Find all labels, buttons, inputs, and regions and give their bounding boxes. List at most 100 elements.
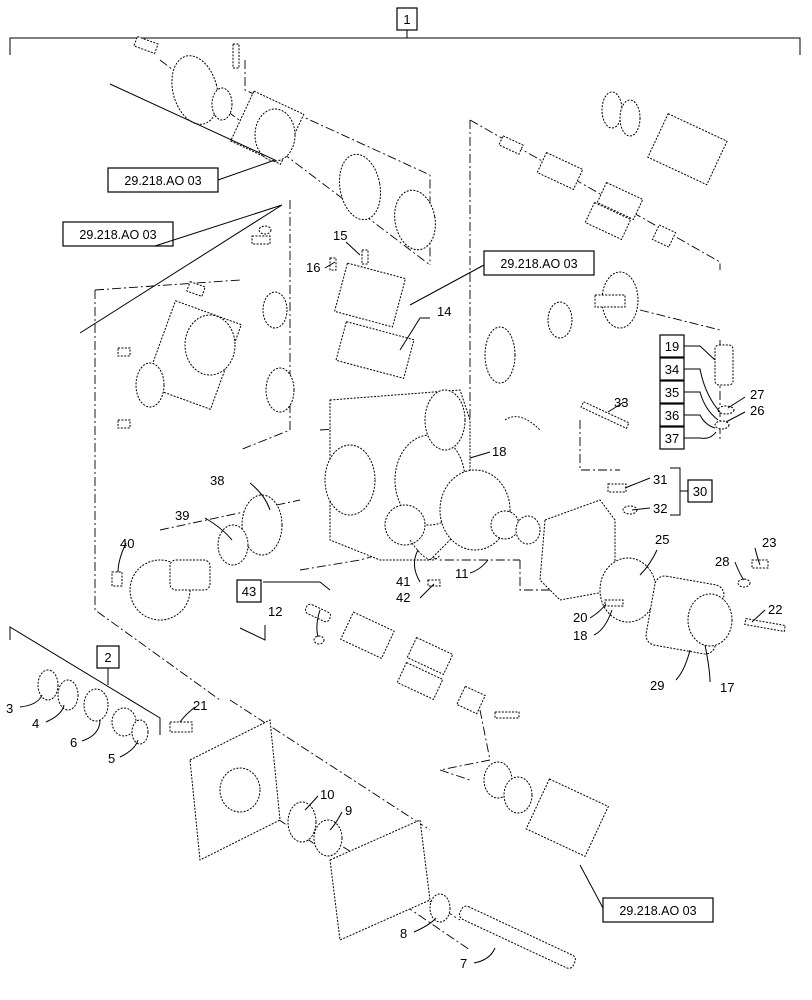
callout-18a[interactable]: 18	[492, 444, 506, 459]
bearing-cup-10	[287, 801, 317, 843]
callout-numbers: 15 16 14 18 33 31 32 27 26 38 39 40 41 4…	[6, 228, 782, 971]
callout-26[interactable]: 26	[750, 403, 764, 418]
callout-leaders	[19, 241, 766, 964]
callout-42[interactable]: 42	[396, 590, 410, 605]
callout-22[interactable]: 22	[768, 602, 782, 617]
end-cover-bore	[184, 314, 236, 376]
bearing-right	[547, 301, 573, 339]
cover-plate-38	[241, 494, 283, 556]
callout-3[interactable]: 3	[6, 701, 13, 716]
screw-top	[251, 235, 271, 245]
housing-port-left	[324, 444, 376, 516]
callout-31[interactable]: 31	[653, 472, 667, 487]
relief-valve-19	[714, 344, 734, 386]
stack-19: 19	[665, 339, 679, 354]
snap-ring-5	[131, 719, 149, 745]
callout-15[interactable]: 15	[333, 228, 347, 243]
snap-ring-3	[37, 669, 59, 701]
callout-11[interactable]: 11	[455, 566, 469, 581]
gasket-ring	[265, 367, 295, 413]
bottom-group	[189, 719, 609, 969]
callout-5[interactable]: 5	[108, 751, 115, 766]
callout-10[interactable]: 10	[320, 787, 334, 802]
top-piston-group	[133, 35, 436, 251]
washer-32	[622, 505, 638, 515]
screw-15	[361, 249, 369, 265]
left-cover-group	[117, 225, 295, 429]
top-pin	[232, 43, 240, 69]
pin-short	[494, 711, 520, 719]
callout-8[interactable]: 8	[400, 926, 407, 941]
spring-cap	[651, 224, 677, 248]
callout-39[interactable]: 39	[175, 508, 189, 523]
bolt-22	[744, 617, 786, 633]
lower-cartridge	[525, 778, 609, 857]
housing-port-top	[424, 389, 466, 451]
ref-box-2[interactable]: 29.218.AO 03	[62, 221, 174, 247]
oring-d	[503, 776, 533, 814]
kit-30-box[interactable]: 30	[687, 479, 713, 503]
assembly-1-box[interactable]: 1	[396, 7, 418, 31]
callout-27[interactable]: 27	[750, 387, 764, 402]
callout-23[interactable]: 23	[762, 535, 776, 550]
oring-a	[601, 91, 623, 129]
seal-ring-left	[135, 362, 165, 408]
callout-21[interactable]: 21	[193, 698, 207, 713]
callout-32[interactable]: 32	[653, 501, 667, 516]
callout-20[interactable]: 20	[573, 610, 587, 625]
callout-33[interactable]: 33	[614, 395, 628, 410]
screw-40	[111, 571, 123, 587]
callout-14[interactable]: 14	[437, 304, 451, 319]
kit-19-stack[interactable]: 19 34 35 36 37	[659, 334, 685, 450]
valve-plate	[338, 153, 382, 221]
callout-7[interactable]: 7	[460, 956, 467, 971]
output-stub	[594, 294, 626, 308]
screw-21	[169, 721, 193, 733]
pump-flange-25	[599, 557, 657, 623]
bearing-cone-9	[313, 819, 343, 857]
ref-box-1[interactable]: 29.218.AO 03	[107, 167, 219, 193]
stack-36: 36	[665, 408, 679, 423]
washer-top	[258, 225, 272, 235]
plug-b	[117, 419, 131, 429]
stack-leaders	[684, 345, 721, 439]
oring-28	[737, 578, 751, 588]
stack-37: 37	[665, 431, 679, 446]
washer-27	[717, 405, 735, 415]
callout-38[interactable]: 38	[210, 473, 224, 488]
callout-41[interactable]: 41	[396, 574, 410, 589]
callout-9[interactable]: 9	[345, 803, 352, 818]
ref-box-3-label: 29.218.AO 03	[500, 257, 577, 271]
callout-29[interactable]: 29	[650, 678, 664, 693]
callout-17[interactable]: 17	[720, 680, 734, 695]
ref-box-4[interactable]: 29.218.AO 03	[602, 897, 714, 923]
callout-18b[interactable]: 18	[573, 628, 587, 643]
ref-box-3[interactable]: 29.218.AO 03	[483, 250, 595, 276]
kit-43-label: 43	[242, 584, 256, 599]
kit-43-box[interactable]: 43	[236, 579, 262, 603]
bearing-ring	[211, 87, 233, 121]
assembly-bracket	[9, 30, 801, 55]
callout-28[interactable]: 28	[715, 554, 729, 569]
callout-25[interactable]: 25	[655, 532, 669, 547]
kit-2-box[interactable]: 2	[96, 645, 120, 669]
callout-4[interactable]: 4	[32, 716, 39, 731]
port-plate	[394, 189, 436, 251]
gasket-cover	[329, 819, 431, 941]
cone-seal-41	[409, 539, 441, 561]
bearing-cup-8	[429, 893, 451, 923]
screw-20	[604, 599, 624, 607]
spring-a	[596, 181, 644, 221]
screw-left	[186, 280, 206, 298]
left-flange-group	[111, 494, 441, 621]
retainer-ring	[504, 416, 541, 431]
callout-6[interactable]: 6	[70, 735, 77, 750]
callout-40[interactable]: 40	[120, 536, 134, 551]
oring-4	[57, 679, 79, 711]
callout-16[interactable]: 16	[306, 260, 320, 275]
fitting-31	[607, 483, 627, 493]
kit-2-label: 2	[104, 650, 111, 665]
pump-bearing	[490, 510, 520, 540]
callout-12[interactable]: 12	[268, 604, 282, 619]
